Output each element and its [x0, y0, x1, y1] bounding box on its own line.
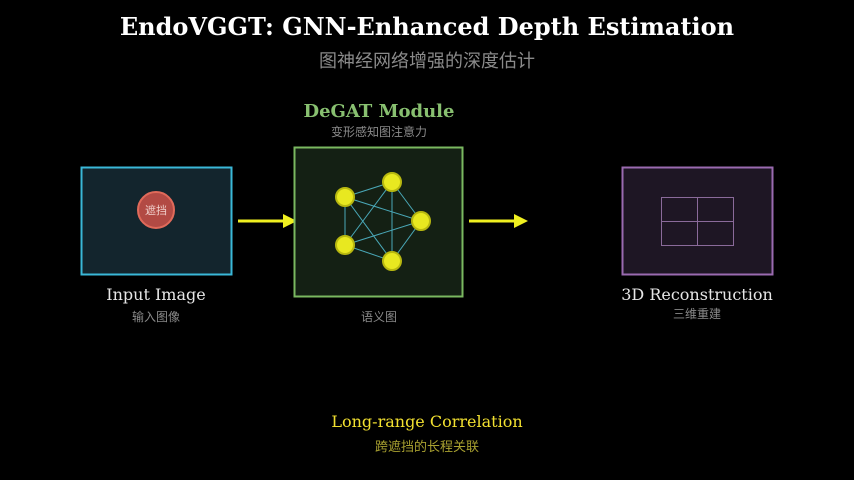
correlation-label: Long-range Correlation [331, 412, 523, 431]
graph-node [382, 172, 402, 192]
module-caption: 语义图 [360, 310, 397, 324]
graph-node [411, 211, 431, 231]
degat-module-box [293, 146, 464, 298]
graph-node [335, 235, 355, 255]
module-subtitle: 变形感知图注意力 [330, 125, 427, 139]
graph-node [335, 187, 355, 207]
page-subtitle: 图神经网络增强的深度估计 [319, 51, 535, 72]
occlusion-marker [137, 191, 175, 229]
input-label: Input Image [106, 285, 206, 304]
occlusion-label: 遮挡 [145, 203, 167, 217]
input-label-zh: 输入图像 [131, 310, 180, 324]
arrow-head-1 [283, 214, 297, 228]
correlation-label-zh: 跨遮挡的长程关联 [374, 440, 479, 455]
graph-node [382, 251, 402, 271]
module-title: DeGAT Module [303, 101, 455, 122]
page-title: EndoVGGT: GNN-Enhanced Depth Estimation [119, 12, 735, 41]
output-label-zh: 三维重建 [672, 307, 721, 321]
output-label: 3D Reconstruction [621, 285, 773, 304]
arrow-head-2 [514, 214, 528, 228]
mesh-grid-icon [661, 197, 734, 246]
